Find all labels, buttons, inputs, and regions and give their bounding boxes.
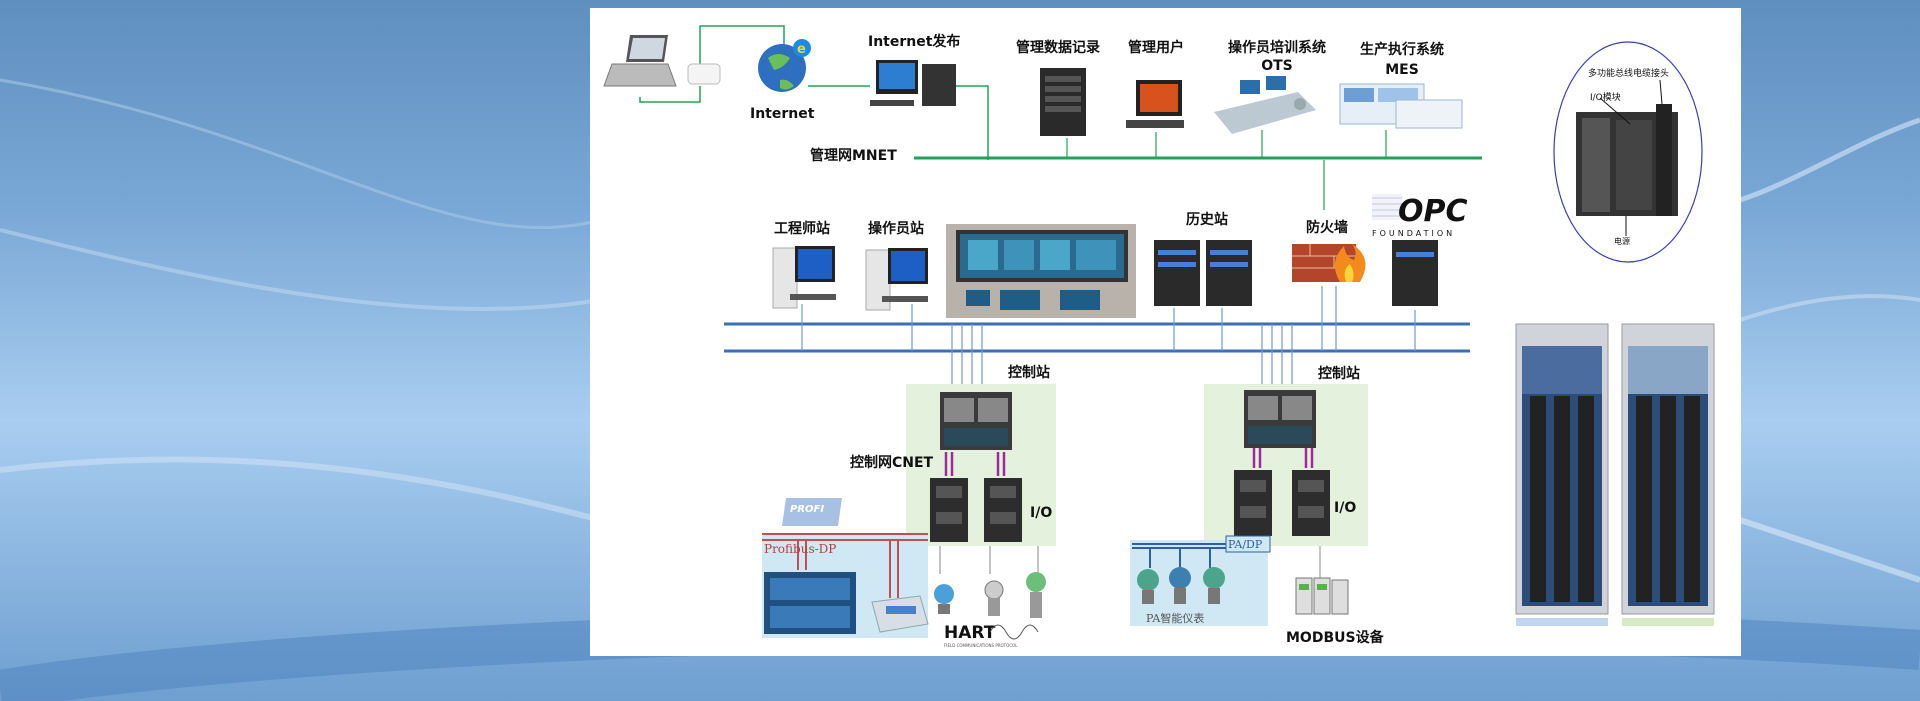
engineer-station-computer-icon: [772, 246, 836, 309]
controller-rack-1: [940, 392, 1012, 450]
router-icon: [687, 63, 721, 85]
mes-screens-icon: [1339, 83, 1463, 129]
cabinet-right: [1621, 323, 1715, 626]
server-icon: [1040, 68, 1086, 136]
laptop-icon: [603, 35, 677, 87]
internet-label: Internet: [750, 106, 815, 122]
svg-text:e: e: [797, 42, 806, 57]
internet-publish-label: Internet发布: [868, 34, 961, 50]
mes-label-line2: MES: [1385, 62, 1419, 78]
profi-logo: PROFI: [782, 498, 842, 526]
mgmt-data-record-label: 管理数据记录: [1016, 40, 1100, 56]
pa-dp-label: PA/DP: [1228, 538, 1263, 551]
hart-logo: HART FIELD COMMUNICATIONS PROTOCOL: [944, 623, 1039, 648]
power-callout-label: 电源: [1614, 237, 1630, 246]
operator-station-computer-icon: [865, 248, 928, 311]
control-station-1-label: 控制站: [1008, 365, 1050, 381]
engineer-station-label: 工程师站: [774, 221, 830, 237]
io-label-1: I/O: [1030, 505, 1053, 521]
training-console-icon: [1214, 76, 1316, 134]
ots-label-line2: OTS: [1261, 58, 1293, 74]
firewall-icon: [1292, 244, 1366, 282]
mes-label-line1: 生产执行系统: [1360, 42, 1444, 58]
cabinet-left: [1515, 323, 1609, 626]
ots-label-line1: 操作员培训系统: [1228, 40, 1326, 56]
multi-connector-label: 多功能总线电缆接头: [1588, 69, 1670, 79]
mgmt-user-label: 管理用户: [1128, 40, 1184, 56]
profi-logo-text: PROFI: [790, 504, 824, 515]
pa-instrument-label: PA智能仪表: [1146, 612, 1205, 625]
modbus-label: MODBUS设备: [1286, 630, 1384, 646]
opc-foundation-text: FOUNDATION: [1372, 229, 1455, 238]
hart-field-instruments: [934, 546, 1046, 618]
globe-icon: e: [758, 39, 811, 92]
io-module-callout-label: I/O模块: [1590, 93, 1621, 103]
history-server-icon: [1154, 240, 1252, 306]
io-module-2a: [1234, 470, 1272, 536]
control-room-image: [946, 224, 1136, 318]
cnet-label: 控制网CNET: [850, 455, 934, 471]
hart-logo-subtext: FIELD COMMUNICATIONS PROTOCOL: [944, 643, 1018, 648]
modbus-devices-icon: [1295, 546, 1349, 615]
profibus-rack-icon: [764, 572, 856, 634]
control-station-2-label: 控制站: [1318, 366, 1360, 382]
controller-rack-2: [1244, 390, 1316, 448]
io-module-detail-circle: [1553, 41, 1703, 263]
mnet-label: 管理网MNET: [810, 148, 897, 164]
history-station-label: 历史站: [1186, 212, 1228, 228]
profibus-label: Profibus-DP: [764, 542, 837, 556]
profibus-module-icon: [871, 595, 929, 633]
opc-foundation-logo: OPC FOUNDATION: [1372, 194, 1468, 238]
pa-dp-box: [1225, 535, 1271, 553]
io-module-1a: [930, 478, 968, 542]
firewall-label: 防火墙: [1306, 220, 1348, 236]
io-module-2b: [1292, 470, 1330, 536]
io-module-1b: [984, 478, 1022, 542]
monitor-icon: [1126, 80, 1184, 128]
io-label-2: I/O: [1334, 500, 1357, 516]
opc-server-icon: [1392, 240, 1438, 306]
opc-text: OPC: [1398, 194, 1468, 229]
desktop-computer-icon: [870, 60, 956, 106]
operator-station-label: 操作员站: [868, 221, 924, 237]
pa-instruments-icon: [1137, 567, 1225, 604]
internet-links: [639, 25, 989, 160]
hart-logo-text: HART: [944, 623, 996, 643]
